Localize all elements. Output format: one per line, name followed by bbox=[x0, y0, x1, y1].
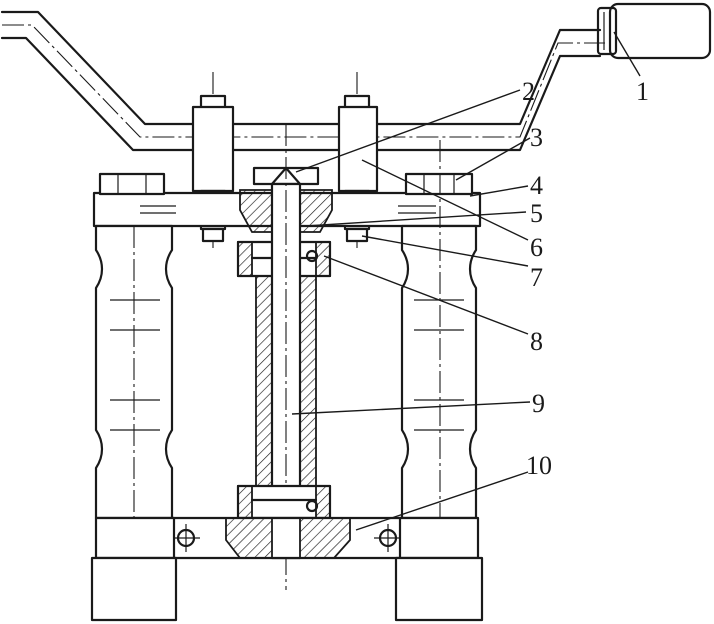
callout-4: 4 bbox=[530, 171, 543, 200]
steering-stem-head bbox=[239, 166, 333, 233]
callout-10: 10 bbox=[526, 451, 552, 480]
handlebar bbox=[0, 10, 605, 152]
callout-5: 5 bbox=[530, 199, 543, 228]
right-fork-tube bbox=[394, 140, 484, 622]
lower-crown bbox=[166, 516, 410, 560]
callout-2: 2 bbox=[522, 77, 535, 106]
left-fork-tube bbox=[90, 224, 178, 622]
callout-1: 1 bbox=[636, 77, 649, 106]
callout-labels: 1 2 3 4 5 6 7 8 9 10 bbox=[522, 77, 649, 480]
callout-7: 7 bbox=[530, 263, 543, 292]
handlebar-grip bbox=[596, 2, 712, 60]
callout-8: 8 bbox=[530, 327, 543, 356]
callout-9: 9 bbox=[532, 389, 545, 418]
callout-3: 3 bbox=[530, 123, 543, 152]
callout-6: 6 bbox=[530, 233, 543, 262]
leader-lines bbox=[291, 31, 641, 531]
lower-bearing bbox=[236, 484, 332, 520]
